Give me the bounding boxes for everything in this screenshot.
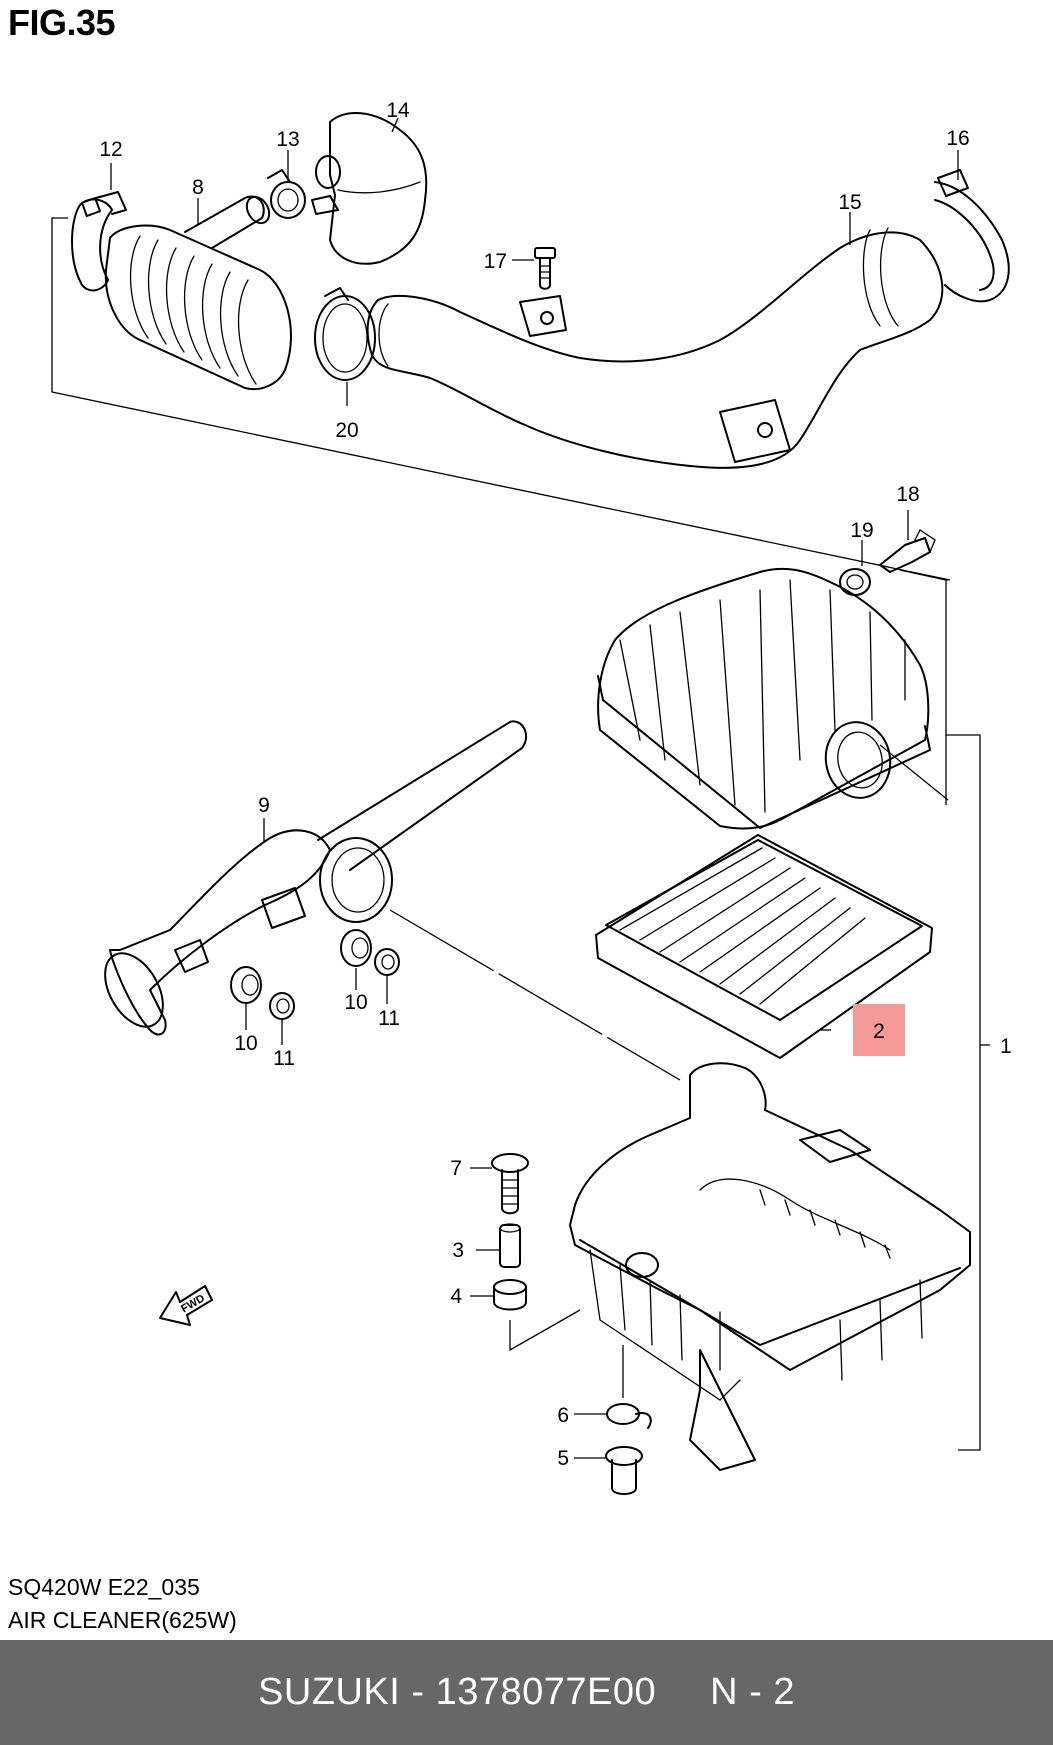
nut-11b <box>269 992 295 1020</box>
clamp-20 <box>314 287 376 381</box>
callout-18[interactable]: 18 <box>896 483 919 506</box>
callout-3[interactable]: 3 <box>452 1239 464 1262</box>
grommet-4 <box>493 1279 527 1311</box>
callout-2-highlight <box>853 1004 905 1056</box>
callout-10a[interactable]: 10 <box>344 991 367 1014</box>
air-cleaner-cover <box>597 567 931 830</box>
intake-hose-8 <box>104 195 292 390</box>
callout-1[interactable]: 1 <box>1000 1035 1012 1058</box>
callout-4[interactable]: 4 <box>450 1285 462 1308</box>
callout-14[interactable]: 14 <box>386 99 410 122</box>
callout-5[interactable]: 5 <box>557 1447 569 1470</box>
mount-rubber-10a <box>340 929 372 967</box>
sensor-18 <box>879 529 936 573</box>
callout-11a[interactable]: 11 <box>378 1007 400 1030</box>
brand-part-number: SUZUKI - 1378077E00 <box>257 1671 657 1713</box>
figure-code: SQ420W E22_035 <box>8 1574 200 1600</box>
mount-rubber-10b <box>230 966 262 1004</box>
figure-title: FIG.35 <box>8 2 116 43</box>
clamp-13 <box>267 169 306 219</box>
callout-9[interactable]: 9 <box>258 794 270 817</box>
figure-name: AIR CLEANER(625W) <box>8 1607 237 1633</box>
resonator-14 <box>311 112 428 265</box>
air-filter-element-2 <box>595 834 933 1059</box>
callout-16[interactable]: 16 <box>946 127 969 150</box>
secondary-duct-9 <box>104 720 528 1036</box>
bolt-7 <box>491 1153 529 1215</box>
callout-2[interactable]: 2 <box>873 1020 885 1043</box>
collar-3 <box>499 1223 521 1268</box>
callout-11b[interactable]: 11 <box>273 1047 295 1070</box>
nut-11a <box>374 948 400 976</box>
callout-17[interactable]: 17 <box>484 250 507 273</box>
part-info-bar: SUZUKI - 1378077E00 N - 2 <box>0 1640 1053 1745</box>
diagram-position: N - 2 <box>710 1671 796 1713</box>
callout-6[interactable]: 6 <box>557 1404 569 1427</box>
callout-12[interactable]: 12 <box>99 138 122 161</box>
parts-diagram: FWD 1 2 3 4 5 6 7 8 9 10 10 11 11 12 13 … <box>51 99 1012 1495</box>
callout-8[interactable]: 8 <box>192 176 204 199</box>
bolt-17 <box>534 247 556 290</box>
callout-15[interactable]: 15 <box>838 191 861 214</box>
clamp-12 <box>71 191 127 292</box>
grommet-19 <box>839 568 871 596</box>
intake-duct-15 <box>366 227 944 469</box>
callout-7[interactable]: 7 <box>450 1157 462 1180</box>
bushing-5 <box>605 1446 643 1495</box>
fwd-arrow-icon: FWD <box>159 1285 213 1326</box>
clip-6 <box>606 1403 652 1429</box>
clamp-16 <box>934 169 1010 303</box>
callout-20[interactable]: 20 <box>335 419 358 442</box>
callout-13[interactable]: 13 <box>276 128 299 151</box>
air-cleaner-case <box>569 1062 971 1471</box>
callout-10b[interactable]: 10 <box>234 1032 257 1055</box>
callout-19[interactable]: 19 <box>850 519 873 542</box>
